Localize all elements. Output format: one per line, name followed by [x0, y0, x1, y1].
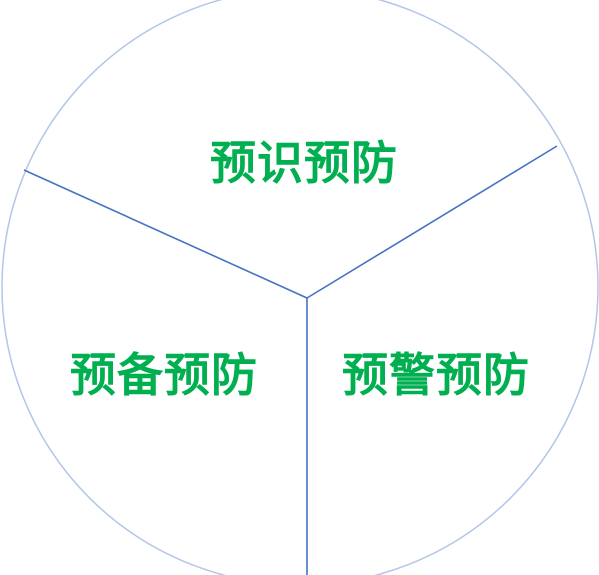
segment-label-top: 预识预防	[210, 136, 398, 190]
segment-label-left: 预备预防	[70, 348, 258, 402]
segment-label-right: 预警预防	[342, 348, 530, 402]
divider-line-right	[306, 145, 558, 299]
divider-line-left	[23, 169, 308, 299]
